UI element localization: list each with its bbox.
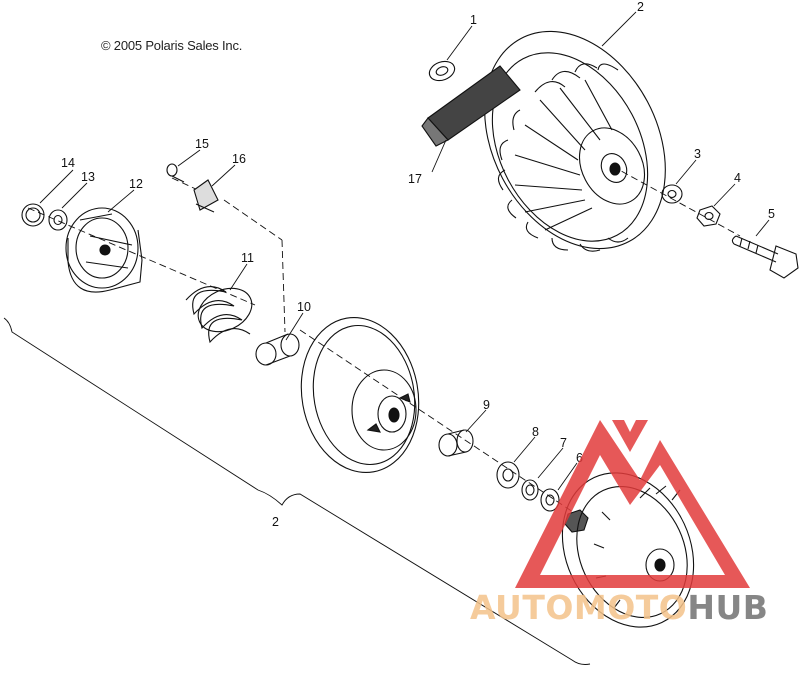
bushing-9 [438,429,474,457]
wedge-weight [421,65,521,147]
callout-10: 10 [297,300,311,314]
callout-17: 17 [408,172,422,186]
callout-4: 4 [734,171,741,185]
callout-13: 13 [81,170,95,184]
callout-2-bracket: 2 [272,515,279,529]
axis-lines [27,165,741,521]
callout-7: 7 [560,436,567,450]
callout-16: 16 [232,152,246,166]
callout-12: 12 [129,177,143,191]
watermark-text: AUTOMOTOHUB [470,588,768,627]
callout-1: 1 [470,13,477,27]
washer-7 [521,479,539,501]
nut-4 [696,205,721,227]
bushing-10 [255,333,300,366]
spring-11 [185,286,253,344]
leader-lines [39,11,770,491]
callout-8: 8 [532,425,539,439]
button-16 [193,179,219,213]
snap-ring-14 [21,203,45,227]
watermark-logo [515,420,750,588]
watermark-text-automoto: AUTOMOTO [470,588,688,627]
callout-6: 6 [576,451,583,465]
callout-11: 11 [241,251,254,265]
callout-9: 9 [483,398,490,412]
copyright-text: © 2005 Polaris Sales Inc. [101,38,243,53]
callout-14: 14 [61,156,75,170]
callout-2-top: 2 [637,0,644,14]
callout-15: 15 [195,137,209,151]
washer-3 [661,184,683,204]
washer-1 [428,60,456,82]
spider-12 [65,207,143,293]
washer-6 [540,488,560,512]
stationary-sheave [484,30,666,252]
callout-labels: 1 2 3 4 5 6 7 8 9 10 11 12 13 14 15 16 1… [61,0,775,529]
washer-13 [48,209,68,231]
assembly-bracket [3,317,591,665]
washer-8 [496,461,520,489]
moveable-sheave [300,316,420,474]
callout-3: 3 [694,147,701,161]
screw-15 [166,163,185,183]
callout-5: 5 [768,207,775,221]
bolt-5 [731,235,799,279]
watermark-text-hub: HUB [687,588,769,627]
